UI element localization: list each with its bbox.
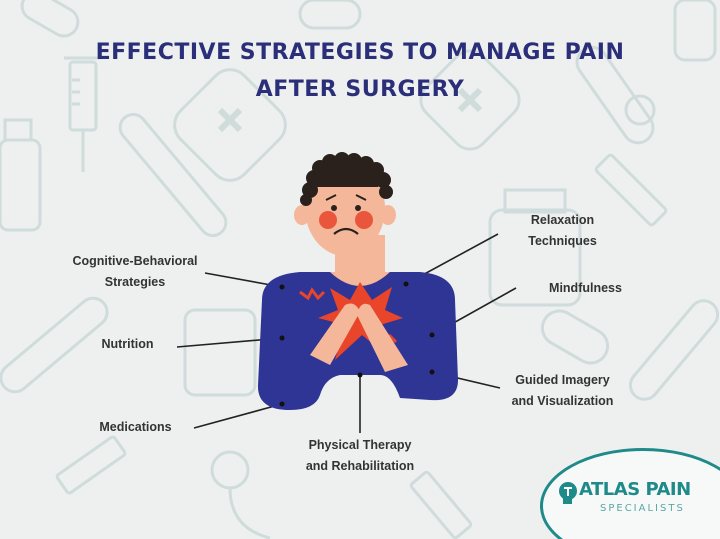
pill-icon [20, 0, 610, 365]
logo-main-text: ATLAS PAIN [579, 479, 691, 500]
label-line: Strategies [104, 275, 166, 289]
label-physical-therapy: Physical Therapy and Rehabilitation [290, 435, 430, 477]
logo-sub-text: SPECIALISTS [600, 503, 685, 514]
bandage-icon [173, 49, 521, 182]
syringe-icon [64, 56, 102, 172]
label-line: Medications [99, 420, 172, 434]
label-line: Relaxation [530, 213, 595, 227]
hair [300, 152, 393, 206]
label-line: Physical Therapy [308, 438, 412, 452]
thermometer-icon [0, 45, 720, 401]
label-line: Mindfulness [549, 281, 622, 295]
label-line: and Visualization [511, 394, 614, 408]
atlas-pain-logo: ATLAS PAIN SPECIALISTS [540, 448, 720, 539]
label-medications: Medications [88, 417, 183, 438]
label-line: Cognitive-Behavioral [72, 254, 198, 268]
label-nutrition: Nutrition [85, 334, 170, 355]
label-line: Techniques [528, 234, 597, 248]
label-cognitive-behavioral: Cognitive-Behavioral Strategies [55, 251, 215, 293]
bottle-icon [0, 118, 582, 397]
page-title-line-1: EFFECTIVE STRATEGIES TO MANAGE PAIN [95, 40, 625, 65]
label-guided-imagery: Guided Imagery and Visualization [500, 370, 625, 412]
label-mindfulness: Mindfulness [538, 278, 633, 299]
label-line: Guided Imagery [515, 373, 610, 387]
page-title-line-2: AFTER SURGERY [255, 77, 465, 102]
stethoscope-icon [210, 0, 717, 539]
label-relaxation: Relaxation Techniques [515, 210, 610, 252]
connector-dots [279, 281, 435, 407]
head-logo-icon [559, 482, 577, 504]
label-line: and Rehabilitation [305, 459, 415, 473]
syringe-icon-right [55, 153, 668, 539]
label-line: Nutrition [101, 337, 154, 351]
